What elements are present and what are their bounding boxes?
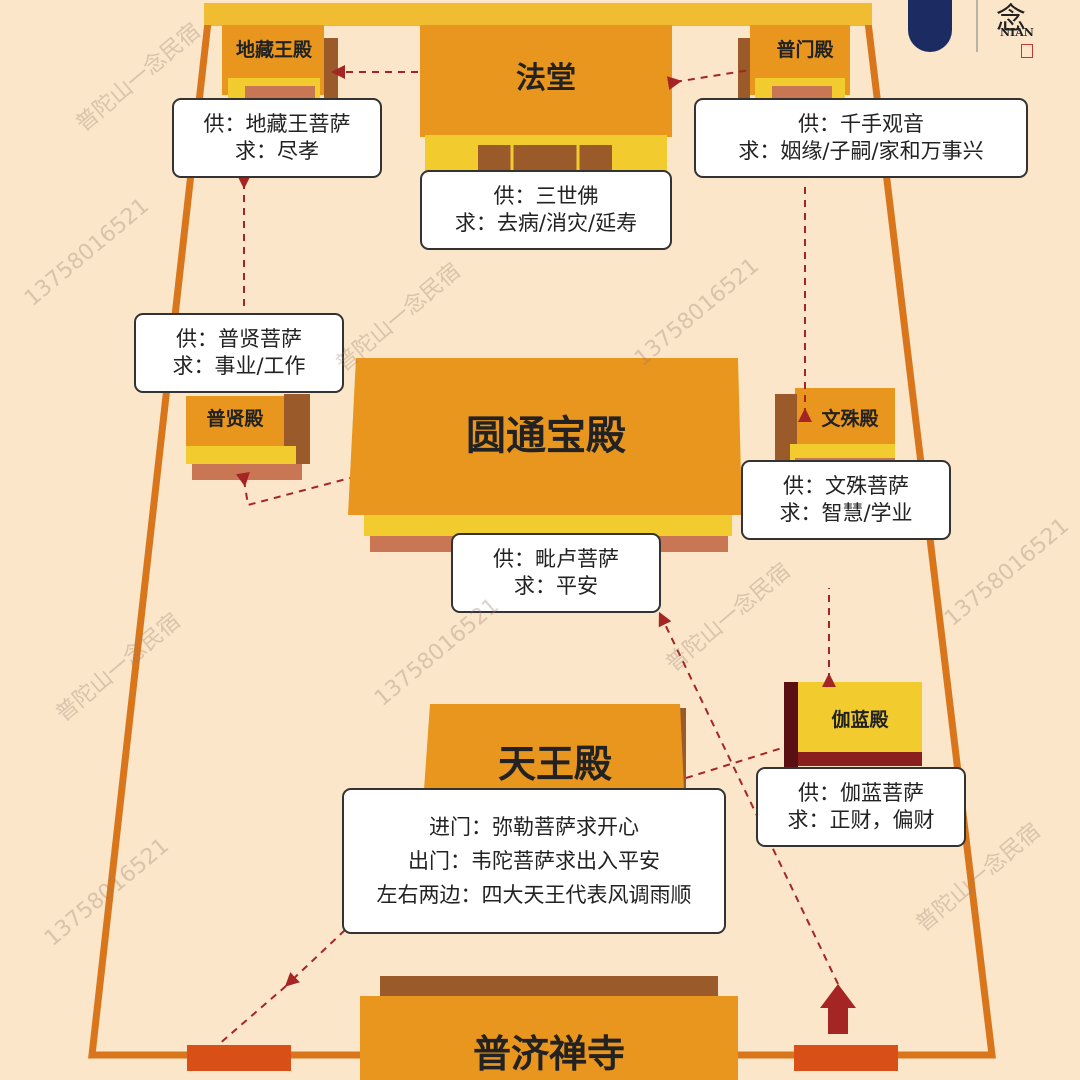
dizang-wish: 求：尽孝	[235, 139, 319, 163]
puxian-wish: 求：事业/工作	[172, 354, 306, 378]
fatang-enshrined: 供：三世佛	[493, 184, 599, 208]
qielan-enshrined: 供：伽蓝菩萨	[798, 781, 924, 805]
pumen-hall-building	[738, 25, 850, 100]
wenshu-info-box: 供：文殊菩萨 求：智慧/学业	[741, 460, 951, 540]
qielan-hall-building	[784, 682, 922, 768]
qielan-hall-label: 伽蓝殿	[831, 708, 889, 731]
logo-seal-icon	[1021, 44, 1033, 58]
fatang-hall-label: 法堂	[516, 61, 576, 96]
tianwang-exit: 出门：韦陀菩萨求出入平安	[408, 849, 660, 873]
yuantong-hall-label: 圆通宝殿	[466, 412, 626, 459]
pumen-info-box: 供：千手观音 求：姻缘/子嗣/家和万事兴	[694, 98, 1028, 178]
tianwang-hall-building	[424, 704, 686, 790]
wenshu-enshrined: 供：文殊菩萨	[783, 474, 909, 498]
tianwang-hall-label: 天王殿	[497, 740, 612, 786]
logo-shield	[908, 0, 952, 52]
puxian-hall-label: 普贤殿	[206, 407, 264, 430]
dizang-hall-label: 地藏王殿	[235, 38, 312, 61]
qielan-wish: 求：正财，偏财	[787, 808, 935, 832]
yuantong-wish: 求：平安	[514, 574, 598, 598]
dizang-info-box: 供：地藏王菩萨 求：尽孝	[172, 98, 382, 178]
wenshu-hall-label: 文殊殿	[821, 407, 879, 430]
tianwang-sides: 左右两边：四大天王代表风调雨顺	[376, 883, 692, 907]
dizang-enshrined: 供：地藏王菩萨	[203, 112, 351, 136]
pumen-wish: 求：姻缘/子嗣/家和万事兴	[738, 139, 984, 163]
logo-divider	[976, 0, 978, 52]
pumen-hall-label: 普门殿	[776, 38, 834, 61]
dizang-hall-building	[222, 25, 338, 100]
puji-temple-label: 普济禅寺	[472, 1030, 625, 1076]
fatang-wish: 求：去病/消灾/延寿	[454, 211, 638, 235]
left-gate	[187, 1045, 291, 1071]
pumen-enshrined: 供：千手观音	[798, 112, 924, 136]
qielan-info-box: 供：伽蓝菩萨 求：正财，偏财	[756, 767, 966, 847]
tianwang-info-box: 进门：弥勒菩萨求开心 出门：韦陀菩萨求出入平安 左右两边：四大天王代表风调雨顺	[342, 788, 726, 934]
puxian-enshrined: 供：普贤菩萨	[176, 327, 302, 351]
wenshu-wish: 求：智慧/学业	[779, 501, 913, 525]
logo-char: 念	[996, 2, 1026, 37]
right-gate	[794, 1045, 898, 1071]
tianwang-enter: 进门：弥勒菩萨求开心	[429, 815, 639, 839]
yuantong-enshrined: 供：毗卢菩萨	[493, 547, 619, 571]
fatang-hall-building	[420, 25, 672, 173]
fatang-info-box: 供：三世佛 求：去病/消灾/延寿	[420, 170, 672, 250]
puji-gate-building	[360, 976, 738, 1080]
logo-text: NIAN	[1000, 26, 1034, 39]
puxian-info-box: 供：普贤菩萨 求：事业/工作	[134, 313, 344, 393]
yuantong-info-box: 供：毗卢菩萨 求：平安	[451, 533, 661, 613]
entrance-arrow	[820, 984, 856, 1034]
